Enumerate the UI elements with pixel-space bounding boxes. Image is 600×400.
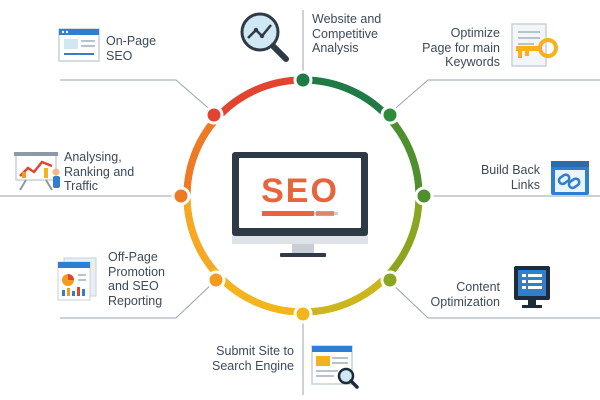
ring-arc-right-lower	[388, 192, 423, 275]
ring-arc-left-lower	[183, 192, 218, 275]
label-line: Keywords	[445, 55, 500, 69]
ring-arc-right-upper	[388, 117, 423, 200]
progress-fill	[262, 211, 314, 216]
checklist-monitor-icon	[514, 266, 550, 308]
search-document-icon	[311, 345, 359, 389]
ring-nodes	[171, 70, 434, 324]
node-analysing-traffic	[171, 186, 191, 206]
monitor-icon: SEO	[232, 152, 368, 257]
report-chart-icon	[57, 257, 97, 301]
seo-label: SEO	[261, 172, 339, 210]
label-line: On-Page	[106, 34, 157, 48]
label-line: Build Back	[480, 163, 540, 177]
connector-on-page-seo	[60, 79, 215, 114]
label-line: Ranking and	[64, 164, 135, 179]
node-build-back-links	[414, 186, 434, 206]
key-document-icon	[511, 23, 558, 67]
label-line: Links	[510, 177, 540, 192]
ring-arc-top-upper-right	[299, 76, 396, 125]
label-line: Submit Site to	[216, 344, 294, 358]
label-line: Reporting	[108, 293, 163, 308]
node-on-page-seo	[204, 105, 224, 125]
connector-off-page	[60, 281, 215, 319]
label-line: Analysis	[312, 41, 359, 55]
connector-content-optimization	[389, 281, 600, 319]
label-line: Competitive	[312, 26, 378, 41]
connector-lines	[0, 10, 600, 395]
label-line: Optimize	[450, 26, 500, 40]
ring-arc-top-upper-left	[210, 76, 307, 125]
label-off-page: Off-Page Promotion and SEO Reporting	[108, 250, 165, 308]
ring-arc-bottom-lower-left	[210, 267, 307, 316]
node-off-page	[206, 270, 226, 290]
label-analysing-traffic: Analysing, Ranking and Traffic	[64, 150, 134, 194]
magnifier-chart-icon	[240, 12, 289, 62]
node-submit-site	[293, 304, 313, 324]
label-line: Content	[456, 280, 500, 294]
label-line: SEO	[106, 48, 133, 63]
label-line: Off-Page	[108, 250, 158, 264]
label-line: Website and	[312, 12, 382, 26]
node-content-optimization	[380, 270, 400, 290]
ring	[183, 76, 423, 316]
node-website-analysis	[293, 70, 313, 90]
label-optimize-keywords: Optimize Page for main Keywords	[422, 26, 500, 70]
ring-arc-bottom-lower-right	[299, 267, 396, 316]
label-line: Optimization	[430, 294, 500, 309]
label-build-back-links: Build Back Links	[481, 163, 540, 192]
label-line: Search Engine	[211, 358, 294, 373]
label-on-page-seo: On-Page SEO	[106, 34, 156, 63]
connector-optimize-keywords	[389, 79, 600, 114]
node-optimize-keywords	[380, 105, 400, 125]
label-line: Traffic	[64, 179, 99, 193]
label-line: Promotion	[108, 264, 165, 279]
label-line: and SEO	[108, 279, 159, 293]
ring-arc-left-upper	[183, 117, 218, 200]
presentation-board-icon	[14, 152, 60, 191]
label-website-analysis: Website and Competitive Analysis	[312, 12, 381, 56]
label-submit-site: Submit Site to Search Engine	[212, 344, 294, 373]
label-content-optimization: Content Optimization	[431, 280, 500, 309]
web-page-icon	[58, 28, 100, 62]
label-line: Analysing,	[64, 150, 122, 164]
chain-link-icon	[551, 161, 589, 195]
label-line: Page for main	[422, 40, 500, 55]
